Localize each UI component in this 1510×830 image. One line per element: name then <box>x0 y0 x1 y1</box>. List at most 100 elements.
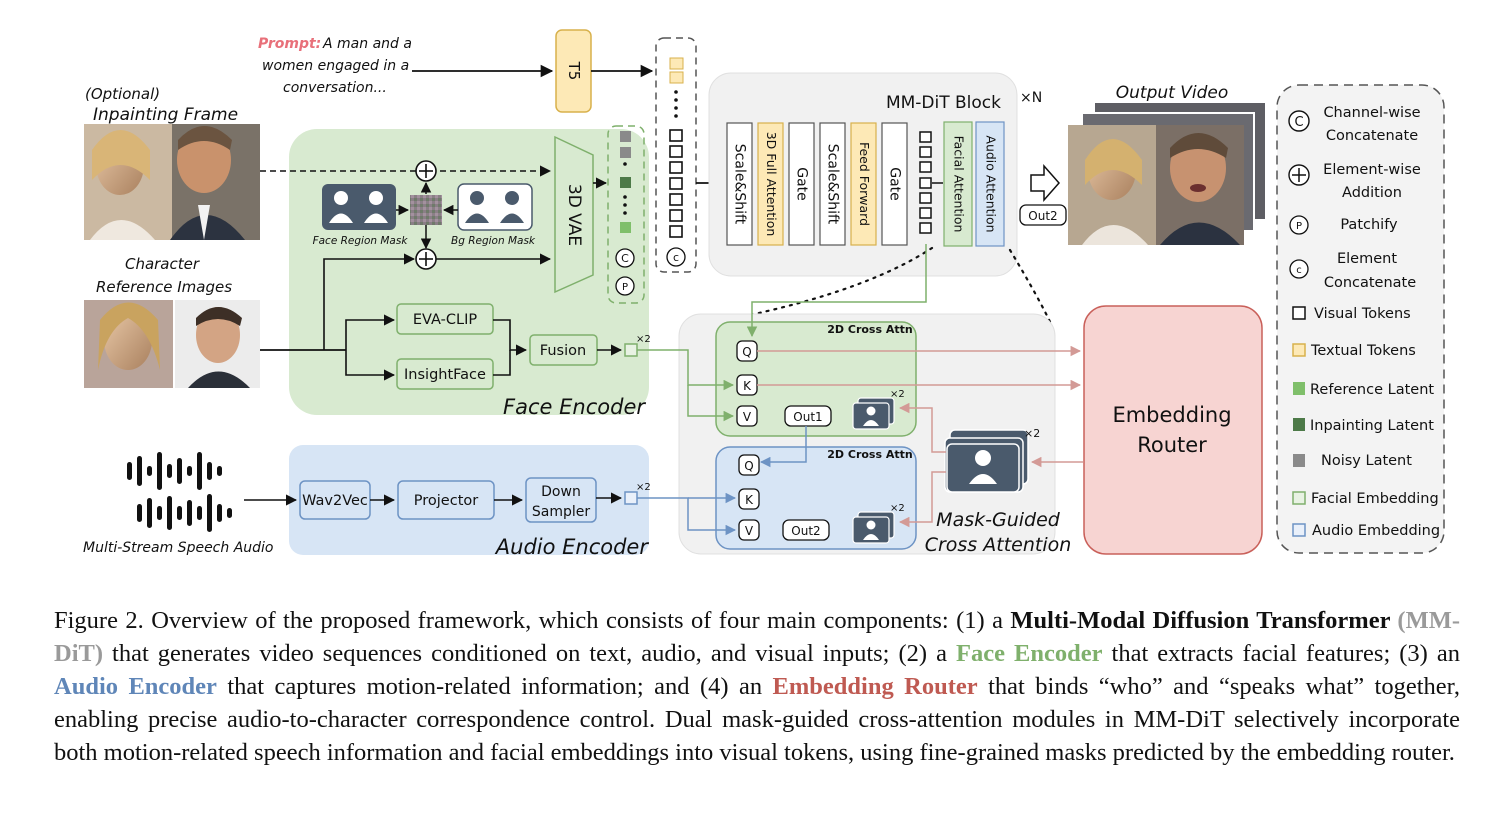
router-label-2: Router <box>1137 433 1207 457</box>
svg-text:P: P <box>622 282 628 293</box>
face-encoder-title: Face Encoder <box>503 395 646 419</box>
x2-mask-audio: ×2 <box>890 503 905 514</box>
legend-label: Patchify <box>1340 217 1398 233</box>
patchify-icon <box>1289 215 1309 235</box>
caption-face-encoder: Face Encoder <box>956 640 1103 667</box>
out2-tag <box>1019 204 1067 226</box>
projector-label: Projector <box>414 493 478 509</box>
q-face: Q <box>742 345 751 359</box>
audio-embedding-icon <box>1292 523 1306 537</box>
audio-encoder-title: Audio Encoder <box>494 535 650 559</box>
block-col-3: Gate <box>794 167 810 201</box>
facial-attention-col <box>943 121 973 247</box>
legend-label: Element <box>1337 251 1397 267</box>
legend-item-0: C Channel-wise Concatenate <box>1288 105 1421 144</box>
legend-label: Facial Embedding <box>1311 491 1439 507</box>
k-face: K <box>743 379 752 393</box>
x2-face: ×2 <box>636 334 651 345</box>
q-audio: Q <box>744 459 753 473</box>
bg-region-mask-icon <box>457 183 533 231</box>
element-add-icon-2 <box>415 248 437 270</box>
wav2vec-label: Wav2Vec <box>302 493 368 509</box>
prompt-line-1: A man and a <box>322 36 412 52</box>
textual-token-icon <box>1292 343 1306 357</box>
cross-attn-audio-label: 2D Cross Attn <box>827 448 912 461</box>
waveform-icon <box>127 452 232 532</box>
output-video-label: Output Video <box>1116 83 1228 103</box>
insightface-label: InsightFace <box>404 367 486 383</box>
svg-text:c: c <box>1296 265 1302 276</box>
insightface-box <box>396 358 494 390</box>
legend-label: Audio Embedding <box>1312 523 1440 539</box>
noise-image <box>410 195 442 225</box>
mask-icon-audio <box>852 511 895 544</box>
mask-icon-face <box>852 397 895 430</box>
inpainting-latent-icon <box>1293 418 1305 431</box>
block-col-1: Scale&Shift <box>732 144 748 225</box>
audio-embedding-token <box>624 491 638 505</box>
legend-item-8: Noisy Latent <box>1293 453 1412 469</box>
svg-text:P: P <box>1296 221 1302 232</box>
channel-concat-icon <box>1288 110 1310 132</box>
legend-item-1: Element-wise Addition <box>1288 162 1421 201</box>
legend-item-7: Inpainting Latent <box>1293 418 1434 434</box>
face-region-mask-icon <box>322 184 396 230</box>
block-col-2: 3D Full Attention <box>764 132 779 237</box>
element-concat-icon <box>1289 259 1309 279</box>
legend-label: Noisy Latent <box>1321 453 1412 469</box>
svg-text:C: C <box>621 252 629 265</box>
router-label-1: Embedding <box>1112 403 1231 427</box>
element-add-icon <box>415 160 437 182</box>
framework-diagram: Prompt: A man and a women engaged in a c… <box>83 29 1445 559</box>
legend-item-2: P Patchify <box>1289 215 1398 235</box>
mmdit-columns: Scale&Shift 3D Full Attention Gate Scale… <box>726 122 908 246</box>
inpainting-frame-label: Inpainting Frame <box>93 105 238 125</box>
bg-region-mask-label: Bg Region Mask <box>451 235 536 247</box>
vae-block <box>554 135 594 294</box>
prompt-line-2: women engaged in a <box>262 58 409 74</box>
xn-label: ×N <box>1020 90 1042 106</box>
caption-mmdit-abbrev: (MM-DiT) <box>54 607 1460 667</box>
caption-text: Figure 2. Overview of the proposed frame… <box>54 607 1011 634</box>
out2-tag-label: Out2 <box>1028 209 1057 223</box>
legend-label: Element-wise <box>1323 162 1421 178</box>
character-ref-label-2: Reference Images <box>96 278 232 296</box>
element-concat-icon <box>666 247 686 267</box>
facial-embedding-icon <box>1292 491 1306 505</box>
mask-guided-title-2: Cross Attention <box>925 534 1072 556</box>
caption-audio-encoder: Audio Encoder <box>54 673 217 700</box>
output-arrow-icon <box>1030 164 1061 202</box>
x2-audio: ×2 <box>636 482 651 493</box>
character-ref-label-1: Character <box>125 255 200 273</box>
legend-item-3: c Element Concatenate <box>1289 251 1416 291</box>
legend-item-9: Facial Embedding <box>1292 491 1439 507</box>
block-col-6: Gate <box>887 167 903 201</box>
legend-panel <box>1276 84 1445 554</box>
visual-token-icon <box>1292 306 1306 320</box>
block-col-4: Scale&Shift <box>825 144 841 225</box>
legend-label: Visual Tokens <box>1314 306 1411 322</box>
v-audio: V <box>745 524 754 538</box>
mask-guided-title-1: Mask-Guided <box>936 509 1061 531</box>
legend-item-10: Audio Embedding <box>1292 523 1440 539</box>
out2-label: Out2 <box>791 524 820 538</box>
v-face: V <box>743 410 752 424</box>
caption-text: that captures motion-related information… <box>216 673 773 700</box>
facial-embedding-token <box>624 343 638 357</box>
down-sampler-label-1: Down <box>541 484 581 500</box>
prompt-line-3: conversation... <box>283 80 387 96</box>
legend-item-4: Visual Tokens <box>1292 306 1411 322</box>
eva-clip-label: EVA-CLIP <box>413 312 477 328</box>
out1-label: Out1 <box>793 410 822 424</box>
facial-attention-label: Facial Attention <box>952 136 967 233</box>
legend-label: Concatenate <box>1326 128 1418 144</box>
reference-image-1 <box>84 300 173 388</box>
legend-label: Addition <box>1342 185 1402 201</box>
svg-text:c: c <box>673 251 679 264</box>
down-sampler-box <box>525 477 597 523</box>
reference-image-2 <box>175 300 260 388</box>
noisy-latent-icon <box>1293 454 1305 467</box>
down-sampler-label-2: Sampler <box>532 504 590 520</box>
x2-mask-stack: ×2 <box>1024 427 1040 440</box>
audio-attention-label: Audio Attention <box>984 135 999 232</box>
